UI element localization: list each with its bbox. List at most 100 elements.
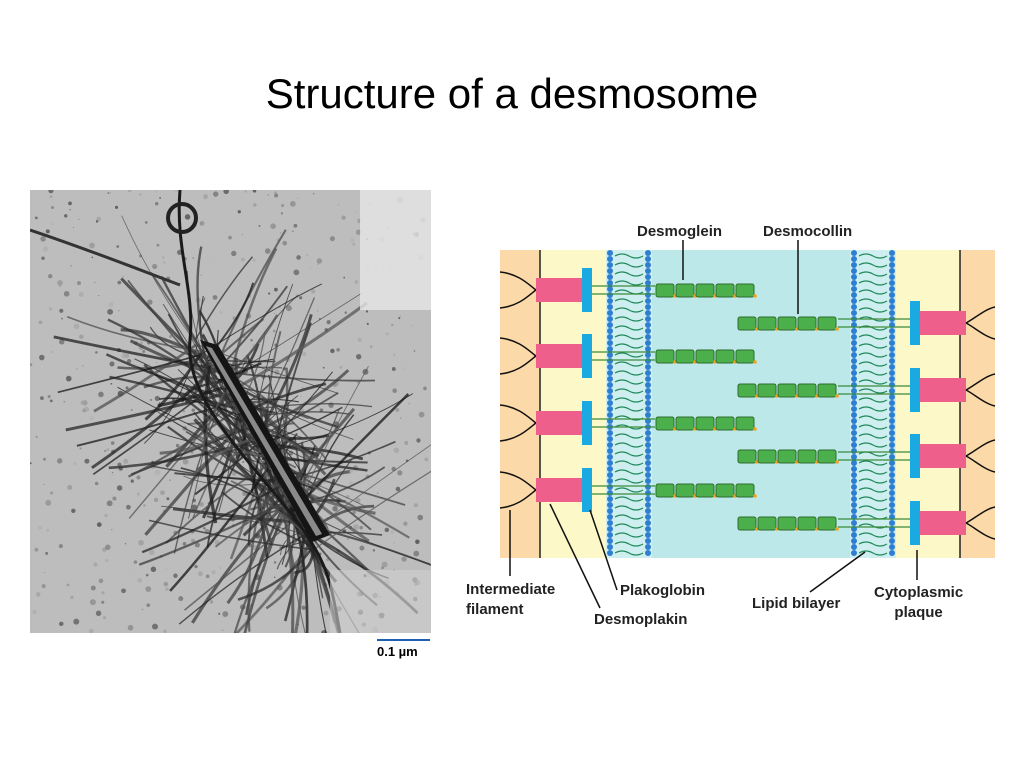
lipid-head	[851, 496, 857, 502]
lipid-head	[607, 376, 613, 382]
lipid-head	[645, 304, 651, 310]
micrograph-speckle	[390, 530, 394, 534]
lipid-head	[889, 550, 895, 556]
lipid-tail	[858, 424, 888, 430]
micrograph-speckle	[73, 323, 80, 330]
micrograph-speckle	[423, 386, 427, 391]
lipid-head	[889, 484, 895, 490]
lipid-tail	[614, 523, 644, 529]
micrograph-speckle	[282, 240, 288, 246]
lipid-head	[645, 328, 651, 334]
micrograph-filament	[218, 410, 236, 513]
micrograph-speckle	[308, 568, 310, 570]
lipid-head	[889, 370, 895, 376]
micrograph-speckle	[59, 339, 65, 345]
micrograph-speckle	[231, 250, 237, 257]
lipid-tail	[858, 505, 888, 511]
micrograph-speckle	[290, 201, 296, 207]
lipid-head	[645, 364, 651, 370]
micrograph-filament	[137, 366, 241, 420]
micrograph-speckle	[40, 396, 44, 400]
micrograph-speckle	[395, 408, 400, 413]
micrograph-speckle	[89, 242, 95, 249]
lipid-head	[851, 454, 857, 460]
micrograph-speckle	[218, 612, 221, 615]
cadherin-domain	[675, 283, 695, 298]
lipid-head	[607, 454, 613, 460]
micrograph-filament	[66, 315, 202, 353]
lipid-head	[607, 466, 613, 472]
intermediate-filament	[965, 322, 996, 340]
lipid-head	[645, 526, 651, 532]
cadherin-domain	[797, 316, 817, 331]
lipid-head	[851, 286, 857, 292]
micrograph-image	[30, 190, 431, 633]
lipid-head	[889, 466, 895, 472]
micrograph-speckle	[154, 395, 160, 401]
lipid-head	[645, 346, 651, 352]
lipid-head	[889, 538, 895, 544]
micrograph-speckle	[381, 566, 384, 570]
cadherin-domain	[695, 483, 715, 498]
cadherin-domain	[715, 483, 735, 498]
micrograph-speckle	[82, 365, 84, 367]
micrograph-speckle	[127, 624, 134, 631]
micrograph-filament	[128, 409, 237, 478]
lipid-head	[645, 268, 651, 274]
micrograph-speckle	[318, 406, 320, 408]
cadherin-domain	[675, 483, 695, 498]
lipid-head	[607, 340, 613, 346]
lipid-head	[851, 442, 857, 448]
micrograph-speckle	[117, 469, 119, 471]
micrograph-speckle	[89, 416, 94, 421]
micrograph-speckle	[104, 449, 107, 452]
lipid-head	[851, 262, 857, 268]
micrograph-speckle	[57, 458, 63, 464]
intermediate-filament	[499, 337, 537, 357]
micrograph-speckle	[127, 190, 132, 193]
lipid-head	[889, 274, 895, 280]
lipid-tail	[614, 415, 644, 421]
lipid-head	[851, 424, 857, 430]
micrograph-filament	[76, 401, 232, 447]
lipid-head	[851, 430, 857, 436]
lipid-head	[889, 358, 895, 364]
micrograph-speckle	[191, 408, 195, 412]
lipid-tail	[858, 406, 888, 412]
micrograph-speckle	[408, 402, 411, 405]
micrograph-speckle	[38, 525, 43, 530]
micrograph-speckle	[163, 581, 169, 587]
micrograph-speckle	[108, 302, 114, 308]
lipid-head	[607, 472, 613, 478]
plakoglobin-bar	[582, 468, 592, 512]
lipid-head	[851, 370, 857, 376]
lipid-head	[851, 406, 857, 412]
lipid-tail	[858, 541, 888, 547]
lipid-head	[889, 472, 895, 478]
micrograph-filament	[141, 485, 280, 554]
lipid-tail	[614, 280, 644, 286]
lipid-tail	[858, 550, 888, 556]
micrograph-speckle	[415, 539, 420, 544]
micrograph-filament	[148, 519, 315, 551]
micrograph-speckle	[221, 283, 223, 285]
micrograph-speckle	[212, 191, 219, 197]
lipid-head	[851, 466, 857, 472]
micrograph-speckle	[267, 194, 270, 196]
desmoplakin-block	[920, 511, 966, 535]
micrograph-speckle	[197, 571, 203, 577]
lipid-head	[889, 448, 895, 454]
micrograph-speckle	[37, 591, 40, 594]
cadherin-domain	[735, 416, 755, 431]
micrograph-filament	[117, 386, 261, 456]
micrograph-speckle	[398, 317, 401, 320]
lipid-head	[607, 394, 613, 400]
lipid-head	[645, 550, 651, 556]
lipid-head	[889, 508, 895, 514]
micrograph-speckle	[118, 309, 120, 312]
lipid-head	[645, 298, 651, 304]
micrograph-speckle	[107, 308, 114, 315]
lipid-head	[851, 382, 857, 388]
micrograph-speckle	[182, 433, 184, 435]
micrograph-speckle	[357, 337, 362, 342]
